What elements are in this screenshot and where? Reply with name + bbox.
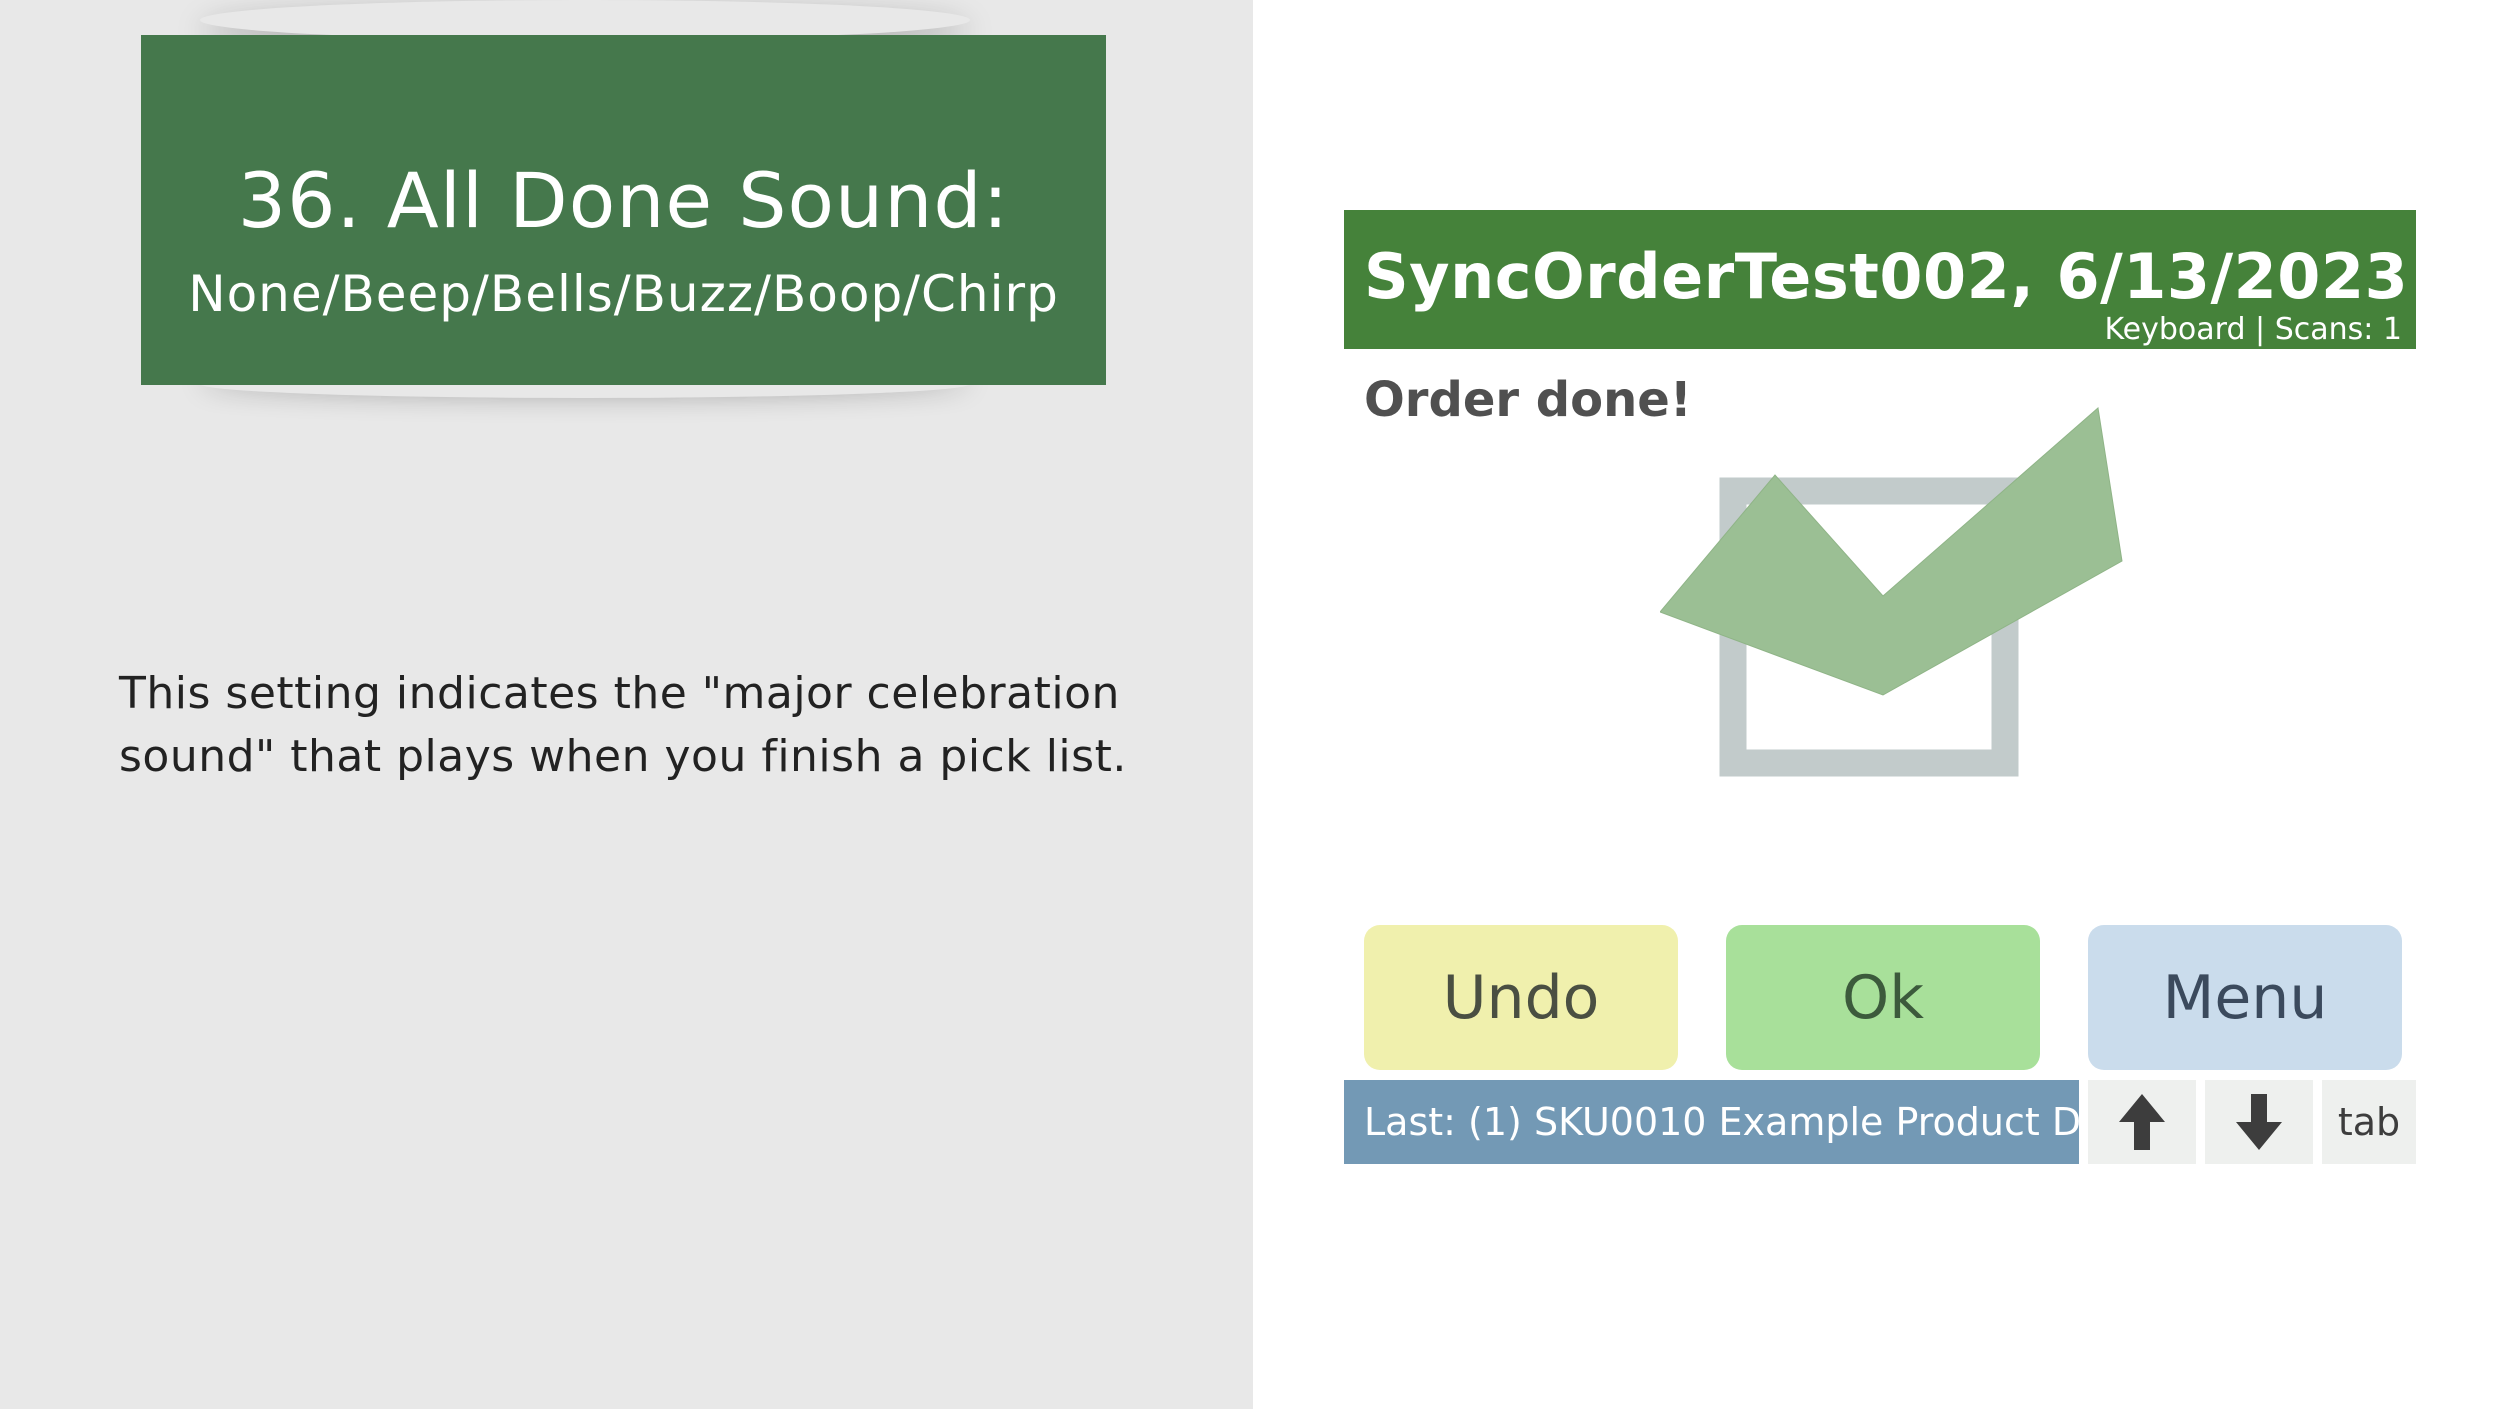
app-header: SyncOrderTest002, 6/13/2023 Keyboard | S… <box>1344 210 2416 349</box>
slide-panel: 36. All Done Sound: None/Beep/Bells/Buzz… <box>0 0 1253 1409</box>
arrow-up-icon <box>2119 1094 2165 1150</box>
arrow-down-icon <box>2236 1094 2282 1150</box>
scroll-up-button[interactable] <box>2088 1080 2196 1164</box>
last-scan-bar: Last: (1) SKU0010 Example Product Descri… <box>1344 1080 2079 1164</box>
order-done-message: Order done! <box>1364 372 1692 428</box>
order-title: SyncOrderTest002, 6/13/2023 <box>1364 240 2409 313</box>
slide-description: This setting indicates the "major celebr… <box>119 668 1127 782</box>
slide-title-box: 36. All Done Sound: None/Beep/Bells/Buzz… <box>141 35 1106 385</box>
scroll-down-button[interactable] <box>2205 1080 2313 1164</box>
checkmark-shape <box>1660 407 2123 696</box>
checkbox-checkmark-icon <box>1660 407 2123 777</box>
menu-button[interactable]: Menu <box>2088 925 2402 1070</box>
title-shadow-top <box>200 0 970 40</box>
slide-subtitle: None/Beep/Bells/Buzz/Boop/Chirp <box>188 265 1059 323</box>
tab-key-button[interactable]: tab <box>2322 1080 2416 1164</box>
undo-button[interactable]: Undo <box>1364 925 1678 1070</box>
input-status: Keyboard | Scans: 1 <box>2104 312 2403 347</box>
ok-button[interactable]: Ok <box>1726 925 2040 1070</box>
slide-title: 36. All Done Sound: <box>237 156 1010 245</box>
